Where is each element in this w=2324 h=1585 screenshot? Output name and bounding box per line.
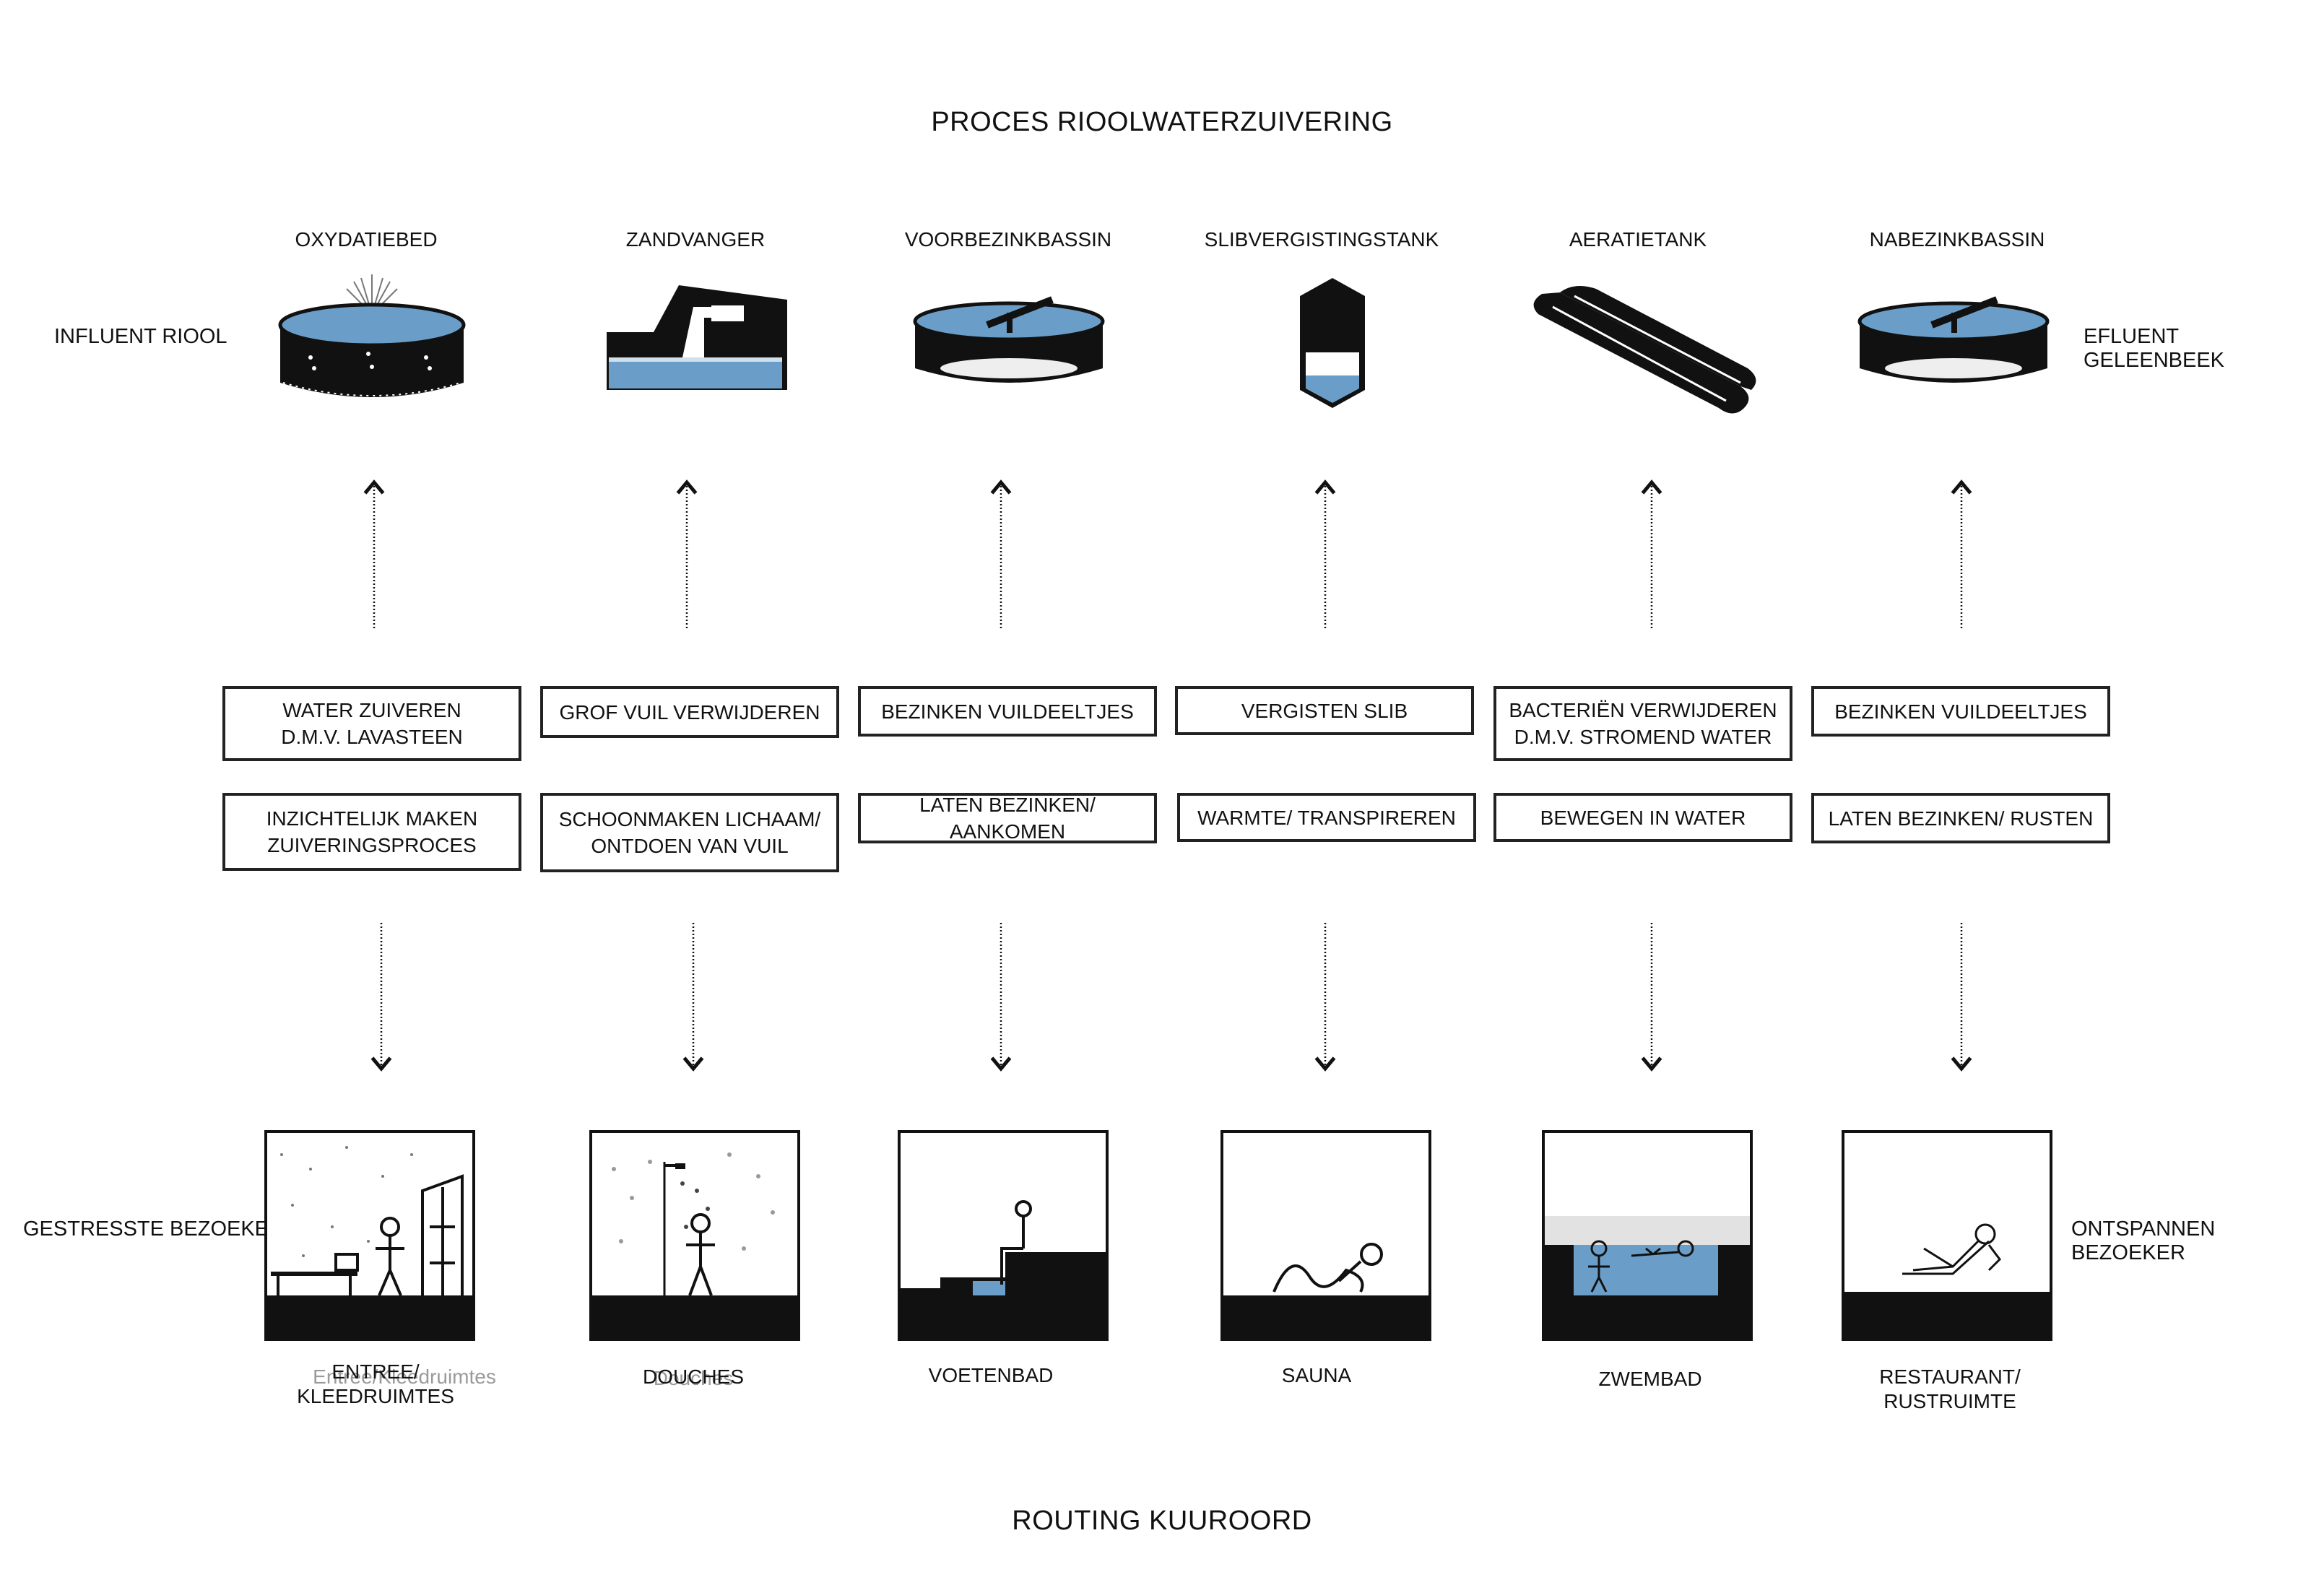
process-label-zandvanger: ZANDVANGER xyxy=(625,228,766,251)
room-label-6: RESTAURANT/ RUSTRUIMTE xyxy=(1879,1365,2021,1412)
activity-box-5: BEWEGEN IN WATER xyxy=(1493,793,1792,842)
scene-voetenbad xyxy=(898,1130,1109,1341)
room-label-1: ENTREE/ KLEEDRUIMTES xyxy=(297,1360,454,1407)
room-label-3: VOETENBAD xyxy=(928,1364,1054,1386)
room-ghost-label-2: Douches xyxy=(653,1367,734,1389)
sand-trap-icon xyxy=(607,285,787,390)
function-box-2: GROF VUIL VERWIJDEREN xyxy=(540,686,839,738)
room-label-2: DOUCHES xyxy=(642,1365,744,1388)
function-box-1: WATER ZUIVEREN D.M.V. LAVASTEEN xyxy=(222,686,521,761)
digester-tank-icon xyxy=(1300,278,1365,408)
activity-box-4: WARMTE/ TRANSPIREREN xyxy=(1177,793,1476,842)
effluent-label: EFLUENT GELEENBEEK xyxy=(2084,325,2225,372)
activity-box-3: LATEN BEZINKEN/ AANKOMEN xyxy=(858,793,1157,843)
stressed-visitor-label: GESTRESSTE BEZOEKER xyxy=(23,1217,284,1241)
function-box-6: BEZINKEN VUILDEELTJES xyxy=(1811,686,2110,737)
activity-box-1: INZICHTELIJK MAKEN ZUIVERINGSPROCES xyxy=(222,793,521,871)
process-label-oxydatiebed: OXYDATIEBED xyxy=(295,228,438,251)
process-label-nabezinkbassin: NABEZINKBASSIN xyxy=(1869,228,2045,251)
activity-box-2: SCHOONMAKEN LICHAAM/ ONTDOEN VAN VUIL xyxy=(540,793,839,872)
room-label-4: SAUNA xyxy=(1281,1364,1352,1386)
scene-entree xyxy=(264,1130,475,1341)
activity-box-6: LATEN BEZINKEN/ RUSTEN xyxy=(1811,793,2110,843)
scene-restaurant xyxy=(1842,1130,2052,1341)
settling-basin-icon xyxy=(913,296,1105,384)
final-settling-basin-icon xyxy=(1857,296,2050,384)
influent-label: INFLUENT RIOOL xyxy=(54,325,227,348)
function-box-5: BACTERIËN VERWIJDEREN D.M.V. STROMEND WA… xyxy=(1493,686,1792,761)
process-label-voorbezinkbassin: VOORBEZINKBASSIN xyxy=(904,228,1112,251)
room-label-5: ZWEMBAD xyxy=(1598,1368,1702,1390)
function-box-3: BEZINKEN VUILDEELTJES xyxy=(858,686,1157,737)
aeration-tank-icon xyxy=(1533,286,1756,414)
scene-sauna xyxy=(1220,1130,1431,1341)
oxidation-bed-icon xyxy=(278,274,466,397)
function-box-4: VERGISTEN SLIB xyxy=(1175,686,1474,735)
scene-zwembad xyxy=(1542,1130,1753,1341)
process-label-slibvergistingstank: SLIBVERGISTINGSTANK xyxy=(1204,228,1439,251)
process-label-aeratietank: AERATIETANK xyxy=(1569,228,1707,251)
relaxed-visitor-label: ONTSPANNEN BEZOEKER xyxy=(2071,1217,2216,1264)
scene-douches xyxy=(589,1130,800,1341)
room-ghost-label-1: Entree/Kleedruimtes xyxy=(313,1365,496,1388)
diagram-bottom-title: ROUTING KUUROORD xyxy=(1012,1506,1312,1536)
diagram-title: PROCES RIOOLWATERZUIVERING xyxy=(931,107,1393,137)
